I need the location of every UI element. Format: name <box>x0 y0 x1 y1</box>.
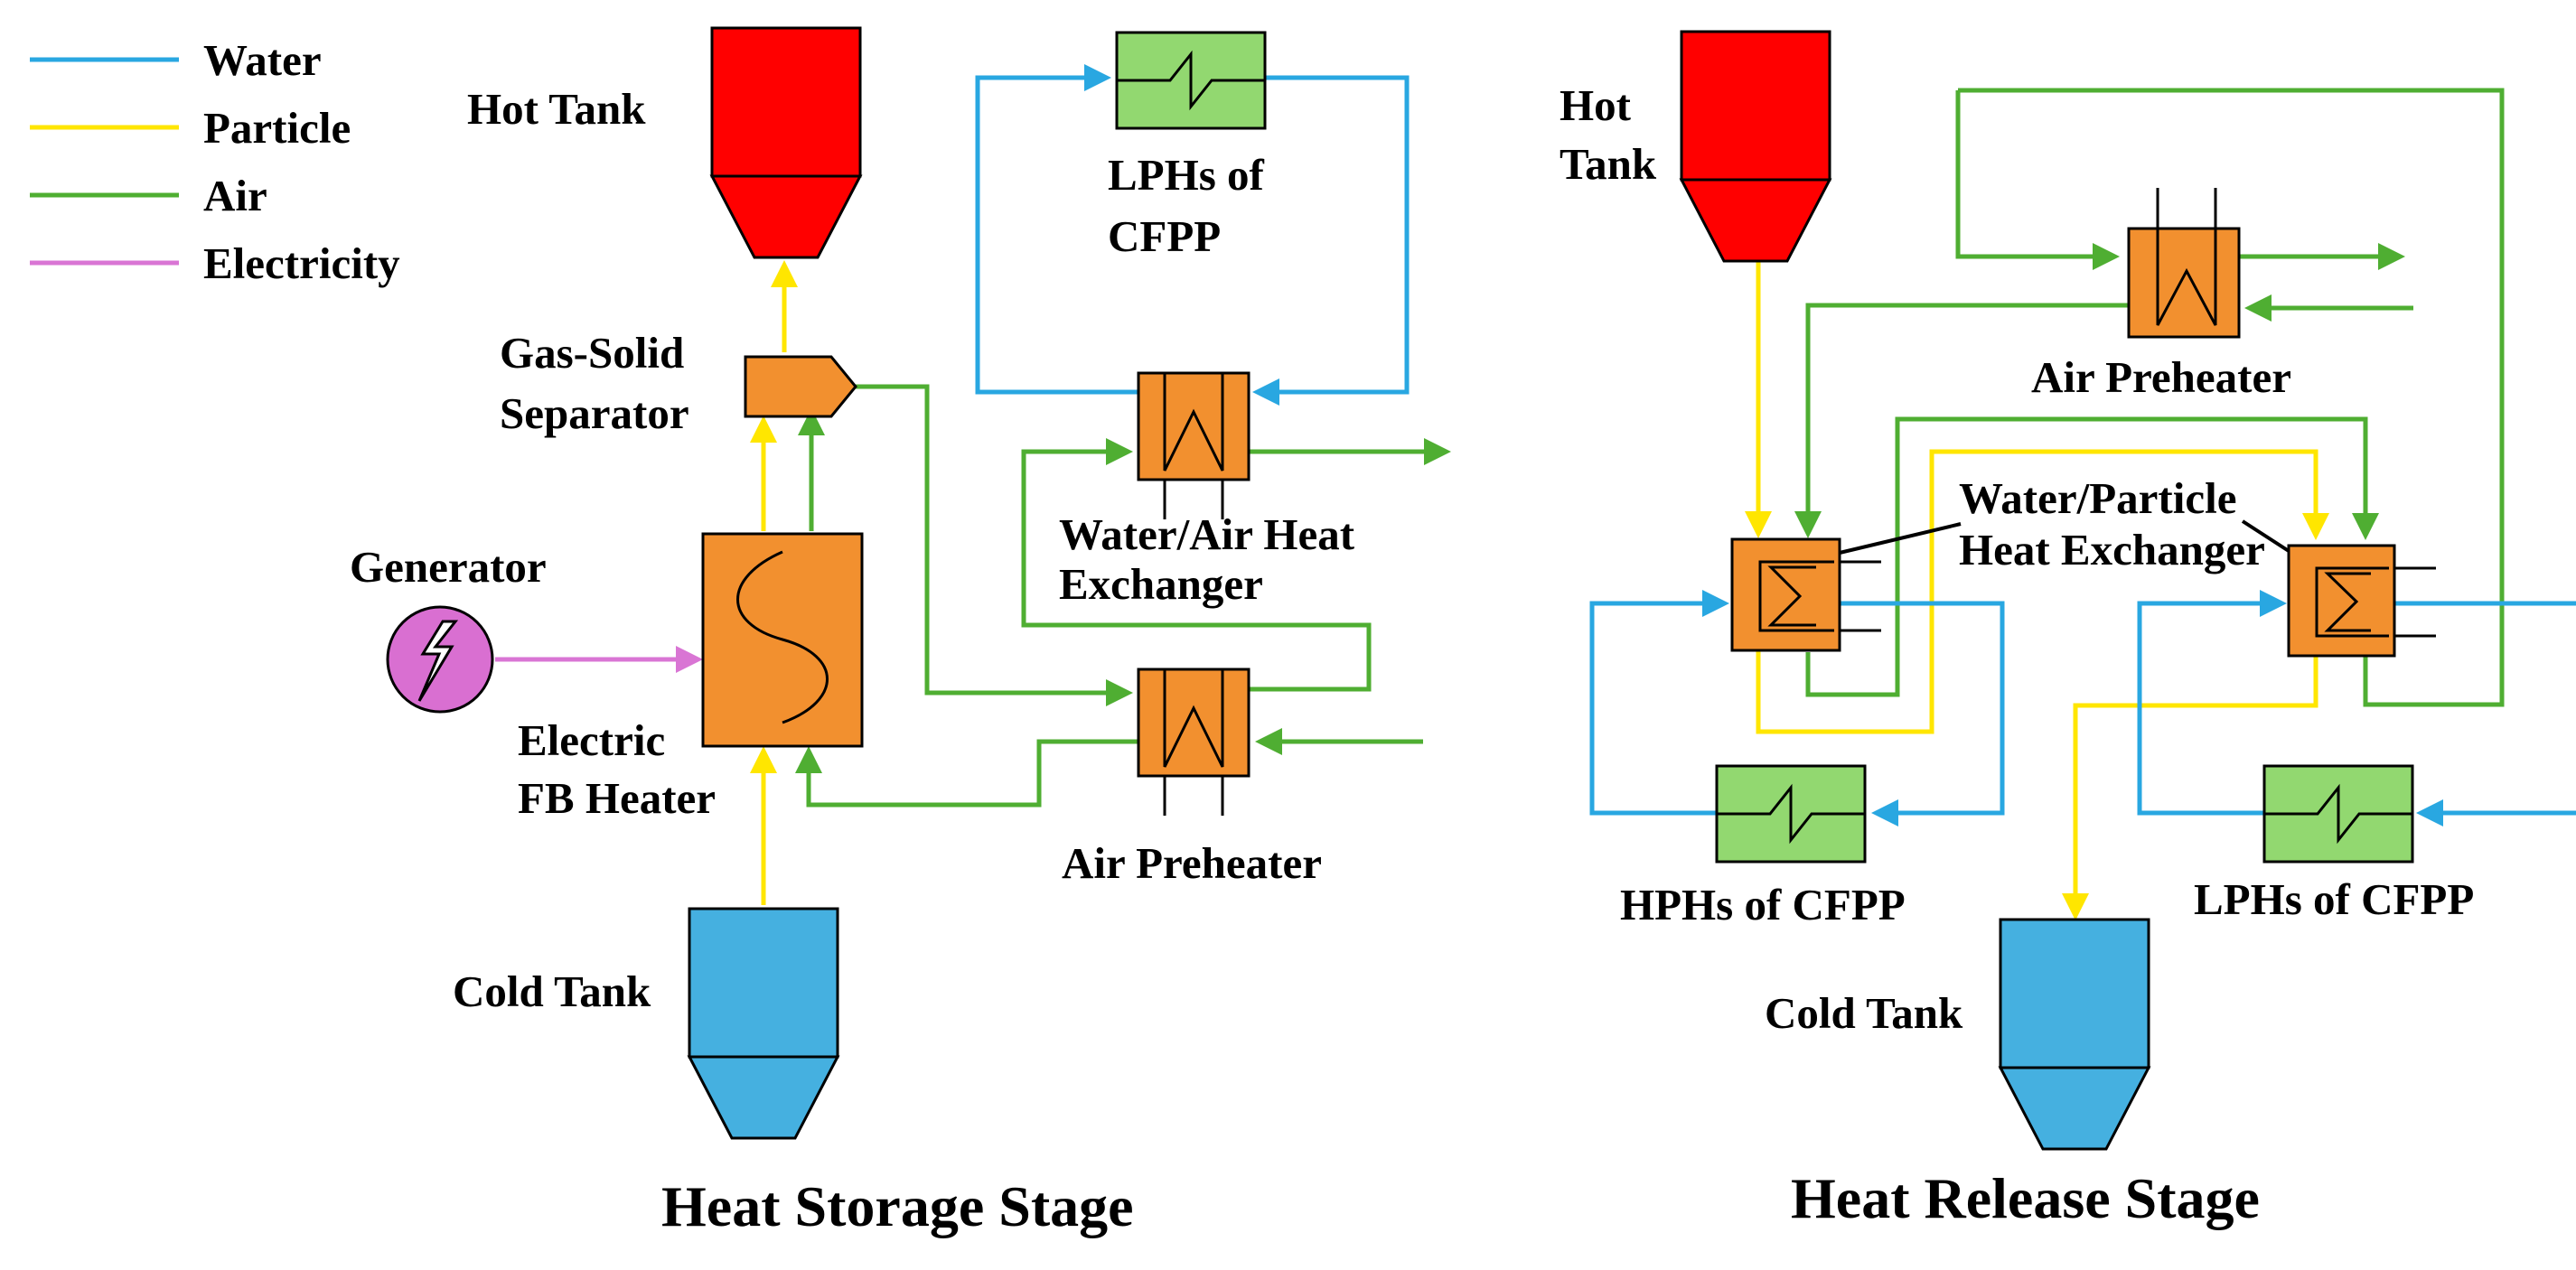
air-flow-hx1-to-hx2 <box>1805 416 2379 697</box>
lph-heater-release <box>2262 764 2414 864</box>
generator <box>386 605 494 714</box>
air-flow-preheater-to-heater <box>795 739 1138 808</box>
hph-label: HPHs of CFPP <box>1620 880 1906 929</box>
hot-tank-label: Hot Tank <box>467 84 646 134</box>
release-cold-tank-body <box>1999 918 2150 1069</box>
water-flow-lph-to-hx2 <box>2137 590 2287 816</box>
air-preheater-label: Air Preheater <box>1062 838 1322 888</box>
legend-item-water: Water <box>30 35 322 85</box>
water-air-hx-label-line2: Exchanger <box>1059 559 1263 609</box>
particle-flow-hx1-to-hx2 <box>1756 449 2329 734</box>
air-flow-preheater-to-hx1 <box>1794 303 2128 538</box>
lph-exchanger-icon <box>1117 50 1265 111</box>
hot-tank-cone <box>709 174 863 259</box>
water-flow-hx-to-lph <box>975 64 1138 395</box>
release-lph-exchanger-icon <box>2264 783 2412 845</box>
release-cold-tank-cone <box>1998 1066 2151 1151</box>
air-preheater-body <box>1137 668 1251 778</box>
release-hot-tank-cone <box>1679 178 1832 263</box>
cold-tank-cone <box>687 1055 840 1140</box>
air-flow-separator-to-air-preheater <box>856 384 1133 706</box>
heat-release-stage: Hot Tank Air Preheater Water/Particle <box>1560 30 2576 1230</box>
lph-label-line1: LPHs of <box>1108 150 1265 200</box>
hx1-body <box>1730 537 1841 652</box>
water-flow-lph-to-hx <box>1252 75 1410 406</box>
hx2-body <box>2287 544 2396 658</box>
release-cold-tank <box>1998 918 2151 1151</box>
water-air-hx-body <box>1137 371 1251 481</box>
legend-item-particle: Particle <box>30 103 351 153</box>
legend-label-air: Air <box>203 171 267 220</box>
heater-coil-icon <box>736 550 829 724</box>
air-preheater-coil-icon <box>1163 669 1224 768</box>
hph-heater <box>1715 764 1867 864</box>
hx2-bracket <box>2315 566 2389 638</box>
gas-solid-separator <box>744 355 857 418</box>
water-flow-hx2-to-lph <box>2394 601 2576 826</box>
water-particle-hx-label-line1: Water/Particle <box>1959 473 2236 523</box>
release-hot-tank-label-line1: Hot <box>1560 80 1632 130</box>
cold-tank-label: Cold Tank <box>453 967 651 1016</box>
hph-exchanger-icon <box>1717 783 1865 845</box>
lph-heater-storage <box>1115 31 1267 130</box>
air-preheater-storage <box>1137 668 1251 816</box>
electric-fb-heater <box>701 532 864 748</box>
hx2-sigma-icon <box>2324 572 2371 632</box>
water-particle-hx-label-line2: Heat Exchanger <box>1959 525 2265 574</box>
hx-coil-icon <box>1163 373 1224 472</box>
release-air-preheater-coil-icon <box>2156 188 2217 326</box>
release-air-preheater-label: Air Preheater <box>2031 352 2291 402</box>
hx-leader-line-2 <box>2241 519 2290 553</box>
water-particle-hx-1 <box>1730 537 1881 652</box>
hx-leader-line-1 <box>1839 522 1962 555</box>
release-stage-title: Heat Release Stage <box>1791 1166 2260 1230</box>
release-lph-label: LPHs of CFPP <box>2194 874 2474 924</box>
legend-label-electricity: Electricity <box>203 238 400 288</box>
separator-label-line2: Separator <box>500 388 689 438</box>
particle-flow-hx2-to-cold-tank <box>2062 655 2318 920</box>
release-hot-tank <box>1679 30 1832 263</box>
lph-label-line2: CFPP <box>1108 211 1221 261</box>
storage-stage-title: Heat Storage Stage <box>661 1174 1134 1238</box>
release-air-preheater-body <box>2127 227 2241 339</box>
lightning-bolt-icon <box>417 620 459 702</box>
release-cold-tank-label: Cold Tank <box>1765 988 1963 1038</box>
release-hot-tank-body <box>1680 30 1831 182</box>
air-preheater-release <box>2127 188 2241 339</box>
heat-storage-stage: Hot Tank Gas-Solid Separator Electric FB… <box>350 26 1451 1238</box>
release-hot-tank-label-line2: Tank <box>1560 139 1657 189</box>
cold-tank-body <box>688 907 839 1059</box>
air-flow-to-release-preheater <box>1955 90 2120 270</box>
legend: Water Particle Air Electricity <box>30 35 400 288</box>
water-flow-hph-to-hx1 <box>1589 590 1729 816</box>
water-particle-hx-2 <box>2287 544 2436 658</box>
legend-label-particle: Particle <box>203 103 351 153</box>
water-air-hx-label-line1: Water/Air Heat <box>1059 509 1355 559</box>
legend-label-water: Water <box>203 35 322 85</box>
separator-label-line1: Gas-Solid <box>500 328 684 378</box>
legend-item-electricity: Electricity <box>30 238 400 288</box>
water-flow-hx1-to-hph <box>1840 601 2005 826</box>
hot-tank-body <box>710 26 862 178</box>
air-flow-preheater-to-water-air-hx <box>1021 438 1372 692</box>
hx1-sigma-icon <box>1767 565 1816 627</box>
legend-item-air: Air <box>30 171 267 220</box>
heater-label-line1: Electric <box>518 715 665 765</box>
hot-tank <box>709 26 863 259</box>
hx1-bracket <box>1758 560 1834 632</box>
heater-label-line2: FB Heater <box>518 773 716 823</box>
generator-label: Generator <box>350 542 547 592</box>
water-air-heat-exchanger <box>1137 371 1251 519</box>
cold-tank <box>687 907 840 1140</box>
